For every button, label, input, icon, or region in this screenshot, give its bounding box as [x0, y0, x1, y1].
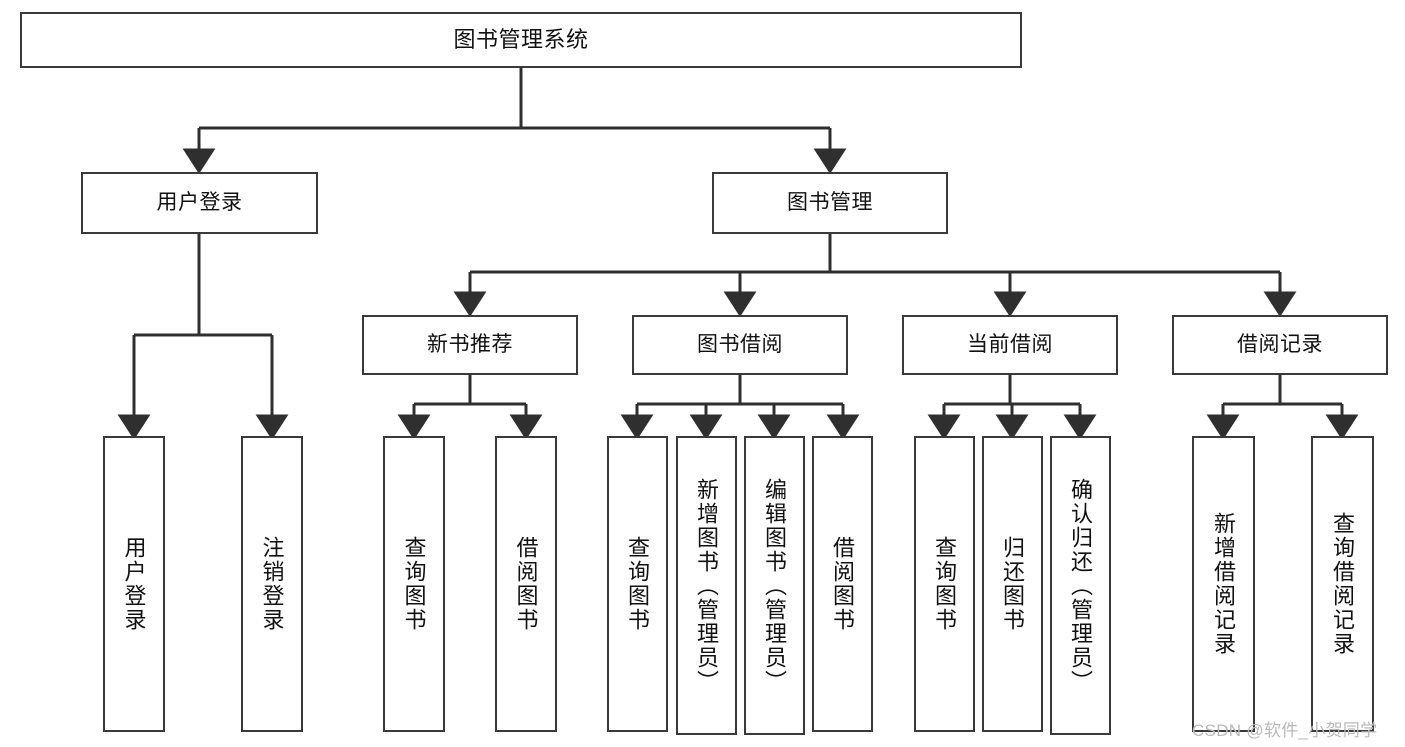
- node-label: 编辑图书（管理员）: [762, 477, 788, 694]
- node-label: 新增图书（管理员）: [694, 477, 720, 694]
- leaf-confirm-return[interactable]: 确认归还（管理员）: [1050, 436, 1111, 735]
- node-label: 确认归还（管理员）: [1068, 477, 1094, 694]
- node-label: 借阅图书: [513, 536, 539, 632]
- node-label: 新增借阅记录: [1211, 512, 1237, 656]
- node-label: 新书推荐: [427, 332, 513, 356]
- leaf-edit-book[interactable]: 编辑图书（管理员）: [744, 436, 805, 735]
- node-label: 当前借阅: [967, 332, 1053, 356]
- node-current-borrow[interactable]: 当前借阅: [902, 315, 1118, 375]
- node-label: 用户登录: [121, 536, 147, 632]
- node-label: 图书借阅: [697, 332, 783, 356]
- node-label: 借阅记录: [1237, 332, 1323, 356]
- node-label: 图书管理系统: [453, 27, 589, 53]
- leaf-query-book-3[interactable]: 查询图书: [914, 436, 975, 732]
- csdn-watermark: CSDN @软件_小贺同学: [1192, 721, 1378, 740]
- leaf-query-book-1[interactable]: 查询图书: [383, 436, 445, 732]
- leaf-query-book-2[interactable]: 查询图书: [607, 436, 668, 732]
- node-label: 查询图书: [625, 536, 651, 632]
- leaf-add-book[interactable]: 新增图书（管理员）: [676, 436, 737, 735]
- node-label: 图书管理: [787, 190, 873, 214]
- node-label: 注销登录: [259, 536, 285, 632]
- node-label: 用户登录: [156, 190, 243, 214]
- leaf-return-book[interactable]: 归还图书: [982, 436, 1043, 732]
- node-label: 查询借阅记录: [1330, 512, 1356, 656]
- node-label: 借阅图书: [830, 536, 856, 632]
- leaf-logout-login[interactable]: 注销登录: [241, 436, 303, 732]
- node-label: 查询图书: [932, 536, 958, 632]
- node-label: 查询图书: [401, 536, 427, 632]
- node-root-system[interactable]: 图书管理系统: [20, 12, 1022, 68]
- leaf-borrow-book-2[interactable]: 借阅图书: [812, 436, 873, 732]
- node-borrow-record[interactable]: 借阅记录: [1172, 315, 1388, 375]
- leaf-query-record[interactable]: 查询借阅记录: [1311, 436, 1374, 732]
- node-book-management[interactable]: 图书管理: [712, 172, 948, 234]
- leaf-add-record[interactable]: 新增借阅记录: [1192, 436, 1255, 732]
- leaf-user-login[interactable]: 用户登录: [103, 436, 165, 732]
- node-user-login[interactable]: 用户登录: [81, 172, 318, 234]
- leaf-borrow-book-1[interactable]: 借阅图书: [495, 436, 557, 732]
- node-book-borrow[interactable]: 图书借阅: [632, 315, 848, 375]
- node-label: 归还图书: [1000, 536, 1026, 632]
- node-new-book-recommend[interactable]: 新书推荐: [362, 315, 578, 375]
